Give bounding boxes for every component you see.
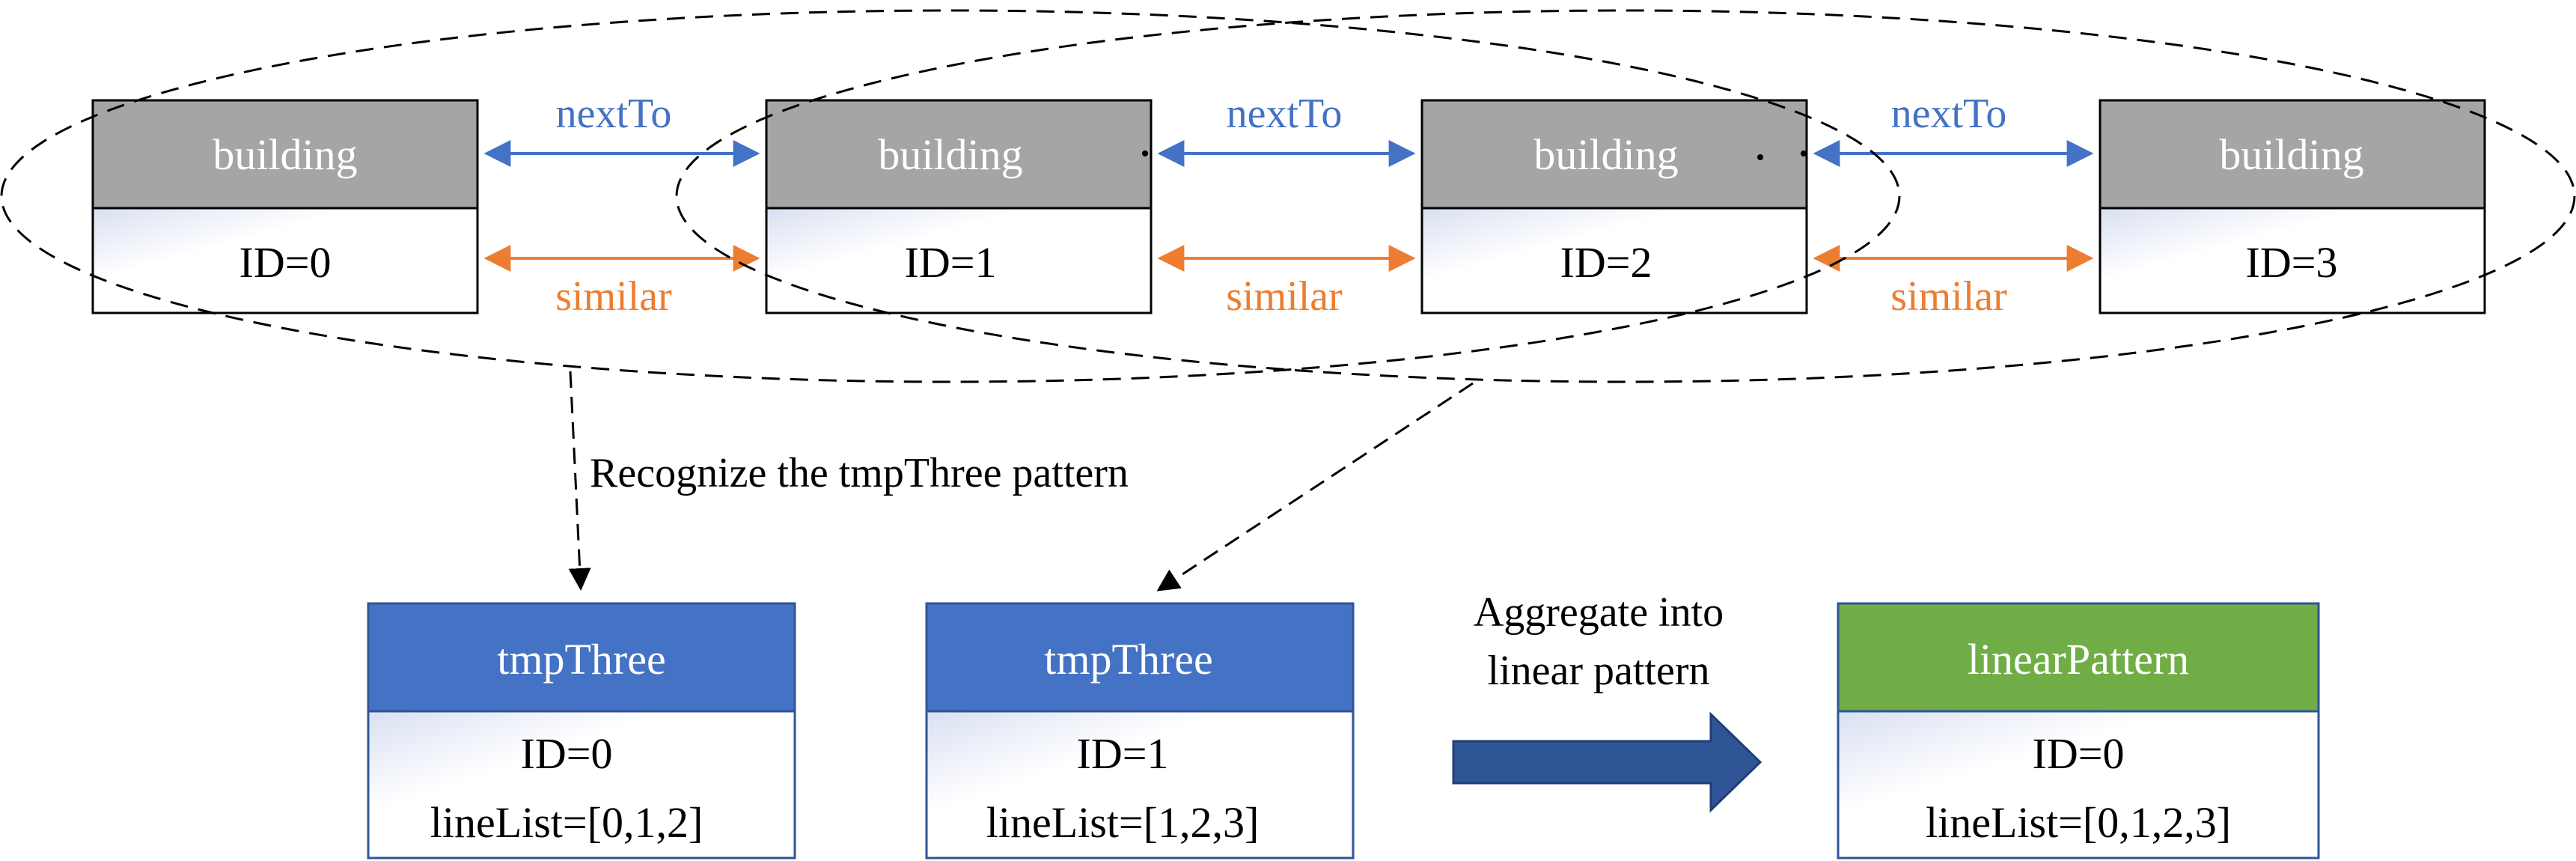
building-header-2: building <box>1533 130 1678 179</box>
relation-1: nextTo similar <box>1157 91 1416 320</box>
pattern-node-2: linearPattern ID=0 lineList=[0,1,2,3] <box>1837 602 2320 860</box>
building-node-1: building ID=1 <box>765 99 1153 314</box>
building-node-0: building ID=0 <box>91 99 479 314</box>
pattern-id-2: ID=0 <box>2033 729 2125 778</box>
similar-label-0: similar <box>555 273 672 320</box>
aggregate-label-line-1: Aggregate into <box>1474 589 1724 636</box>
pattern-header-1: tmpThree <box>1044 635 1212 684</box>
next-to-label-1: nextTo <box>1227 91 1343 137</box>
building-node-3: building ID=3 <box>2099 99 2486 314</box>
aggregate-arrow-icon <box>1452 711 1762 813</box>
building-header-1: building <box>878 130 1022 179</box>
building-header-0: building <box>213 130 357 179</box>
building-id-3: ID=3 <box>2246 238 2338 287</box>
similar-label-2: similar <box>1890 273 2007 320</box>
dot-marker <box>1801 150 1807 156</box>
building-header-3: building <box>2219 130 2363 179</box>
building-id-0: ID=0 <box>239 238 332 287</box>
pattern-node-0: tmpThree ID=0 lineList=[0,1,2] <box>367 602 796 860</box>
pattern-id-0: ID=0 <box>521 729 613 778</box>
next-to-label-0: nextTo <box>556 91 672 137</box>
pattern-node-1: tmpThree ID=1 lineList=[1,2,3] <box>925 602 1355 860</box>
similar-label-1: similar <box>1226 273 1343 320</box>
pattern-linelist-2: lineList=[0,1,2,3] <box>1926 798 2231 847</box>
building-id-2: ID=2 <box>1560 238 1652 287</box>
dot-marker <box>1142 150 1148 156</box>
dot-marker <box>1757 154 1763 160</box>
pattern-linelist-0: lineList=[0,1,2] <box>430 798 703 847</box>
pattern-header-2: linearPattern <box>1968 635 2189 684</box>
pattern-id-1: ID=1 <box>1077 729 1169 778</box>
group-ellipse-0 <box>0 9 1901 383</box>
pattern-linelist-1: lineList=[1,2,3] <box>986 798 1260 847</box>
aggregate-label-line-2: linear pattern <box>1488 648 1710 694</box>
relation-2: nextTo similar <box>1813 91 2094 320</box>
next-to-label-2: nextTo <box>1891 91 2007 137</box>
building-node-2: building ID=2 <box>1420 99 1808 314</box>
relation-0: nextTo similar <box>483 91 760 320</box>
building-id-1: ID=1 <box>905 238 997 287</box>
recognize-label: Recognize the tmpThree pattern <box>590 450 1129 496</box>
pattern-header-0: tmpThree <box>497 635 665 684</box>
group-ellipse-1 <box>675 9 2576 383</box>
recognize-arrow-0 <box>568 371 591 591</box>
recognize-arrow-1 <box>1156 382 1474 591</box>
